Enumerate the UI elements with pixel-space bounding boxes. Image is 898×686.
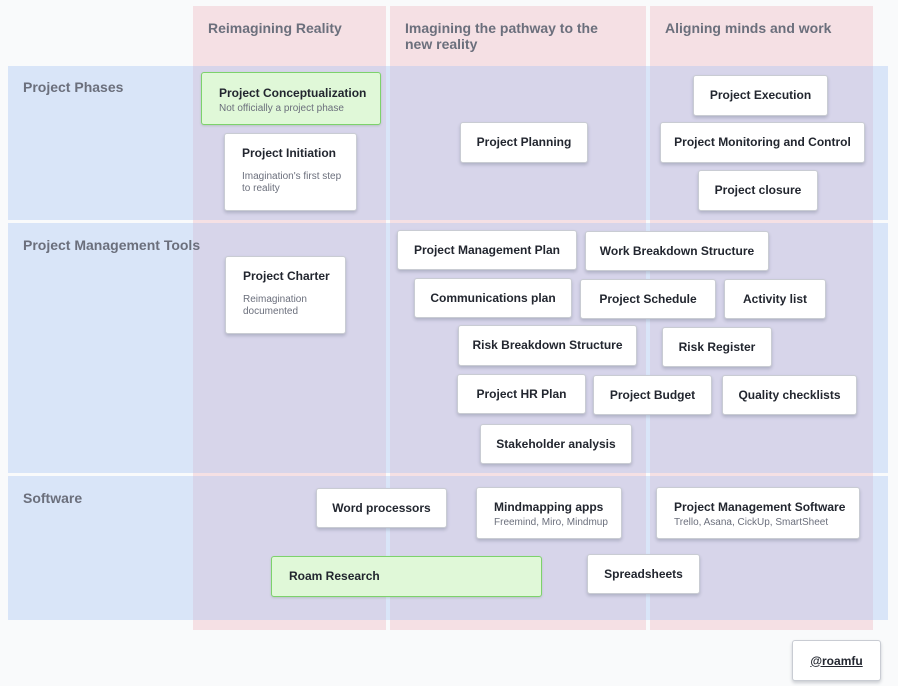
card-communications-plan[interactable]: Communications plan [414,278,572,318]
card-work-breakdown-structure[interactable]: Work Breakdown Structure [585,231,769,271]
card-title: Roam Research [289,569,380,583]
card-project-initiation[interactable]: Project Initiation Imagination's first s… [224,133,357,211]
card-title: Project Execution [709,88,812,102]
card-title: Project Initiation [242,146,337,160]
row-title-2: Project Management Tools [23,237,201,253]
card-project-closure[interactable]: Project closure [698,170,818,211]
card-project-execution[interactable]: Project Execution [693,75,828,116]
card-subtitle: Imagination's first step to reality [242,171,342,194]
row-title-3: Software [23,490,83,506]
card-title: Stakeholder analysis [496,436,616,451]
card-word-processors[interactable]: Word processors [316,488,447,528]
card-title: Project Charter [243,269,330,283]
card-project-monitoring-and-control[interactable]: Project Monitoring and Control [660,122,865,163]
card-title: Project Schedule [599,291,697,306]
card-project-budget[interactable]: Project Budget [593,375,712,415]
card-subtitle: Freemind, Miro, Mindmup [494,517,608,528]
card-title: Activity list [742,291,808,306]
card-mindmapping-apps[interactable]: Mindmapping apps Freemind, Miro, Mindmup [476,487,622,539]
card-spreadsheets[interactable]: Spreadsheets [587,554,700,594]
row-title-1: Project Phases [23,79,124,95]
card-title: Mindmapping apps [494,500,604,514]
card-title: Quality checklists [738,387,841,402]
card-risk-register[interactable]: Risk Register [662,327,772,367]
column-title-1: Reimagining Reality [208,20,342,36]
card-title: Spreadsheets [604,566,683,581]
card-title: Risk Breakdown Structure [472,338,623,352]
card-project-hr-plan[interactable]: Project HR Plan [457,374,586,414]
card-title: Project Management Software [674,500,846,514]
card-title: Work Breakdown Structure [599,243,755,258]
card-risk-breakdown-structure[interactable]: Risk Breakdown Structure [458,325,637,366]
card-project-planning[interactable]: Project Planning [460,122,588,163]
card-title: Word processors [332,500,431,515]
card-project-conceptualization[interactable]: Project Conceptualization Not officially… [201,72,381,125]
card-title: Project Management Plan [413,242,561,257]
author-handle-link[interactable]: @roamfu [792,640,881,681]
card-subtitle: Reimagination documented [243,294,307,317]
card-roam-research[interactable]: Roam Research [271,556,542,597]
card-subtitle: Not officially a project phase [219,103,344,114]
card-title: Project Monitoring and Control [674,135,851,149]
card-title: Project closure [714,183,802,197]
card-activity-list[interactable]: Activity list [724,279,826,319]
card-stakeholder-analysis[interactable]: Stakeholder analysis [480,424,632,464]
card-title: Project Budget [609,387,696,402]
card-title: Communications plan [430,290,556,305]
column-title-3: Aligning minds and work [665,20,832,36]
card-quality-checklists[interactable]: Quality checklists [722,375,857,415]
card-project-charter[interactable]: Project Charter Reimagination documented [225,256,346,334]
card-project-schedule[interactable]: Project Schedule [580,279,716,319]
card-title: Project Planning [476,135,572,149]
card-title: Project Conceptualization [219,86,367,100]
card-title: Risk Register [678,339,756,354]
card-project-management-software[interactable]: Project Management Software Trello, Asan… [656,487,860,539]
card-project-management-plan[interactable]: Project Management Plan [397,230,577,270]
card-title: Project HR Plan [476,386,567,401]
column-title-2: Imagining the pathway to the new reality [405,20,598,52]
card-subtitle: Trello, Asana, CickUp, SmartSheet [674,517,829,528]
